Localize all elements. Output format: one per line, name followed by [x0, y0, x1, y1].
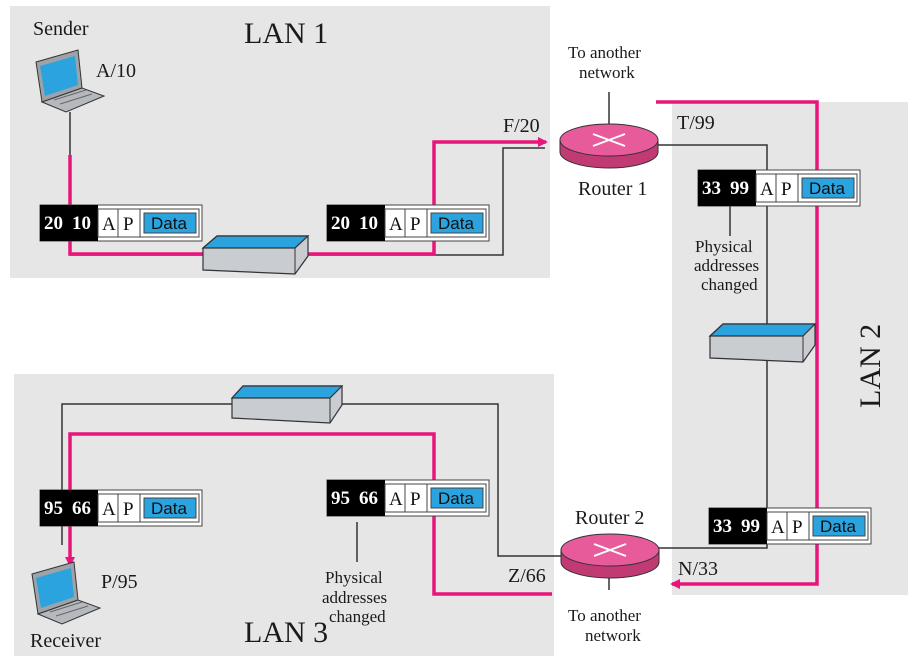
router2-external-line1: To another [568, 606, 641, 625]
frame-dst: 33 [713, 516, 732, 537]
frame-field-a: A [771, 517, 785, 538]
frame-field-a: A [102, 499, 116, 520]
frame-src: 10 [359, 213, 378, 234]
switch-lan1 [201, 235, 310, 275]
frame-src: 66 [359, 488, 378, 509]
frame-dst: 20 [331, 213, 350, 234]
lan3-note-line3: changed [329, 607, 386, 626]
sender-address: A/10 [96, 60, 136, 82]
router1-external-line2: network [579, 63, 635, 82]
receiver-laptop-icon [31, 561, 102, 625]
frame-payload: Data [438, 214, 474, 233]
frame-field-p: P [123, 214, 134, 235]
switch-lan2 [708, 323, 817, 363]
frame-field-a: A [102, 214, 116, 235]
lan3-note-line1: Physical [325, 568, 383, 587]
lan2-note-line3: changed [701, 275, 758, 294]
router1-label: Router 1 [578, 178, 647, 200]
frame-lan1-sender: 20 10 A P Data [39, 204, 203, 242]
router2-external-line2: network [585, 626, 641, 645]
frame-field-p: P [410, 489, 421, 510]
frame-payload: Data [151, 214, 187, 233]
frames-layer: 20 10 A P Data 20 10 A P Data 33 [39, 169, 872, 545]
router1-port-lan1: F/20 [503, 115, 540, 137]
frame-lan3-receiver: 95 66 A P Data [39, 489, 203, 527]
frame-src: 99 [730, 178, 749, 199]
frame-src: 66 [72, 498, 91, 519]
frame-lan2-bottom: 33 99 A P Data [708, 507, 872, 545]
router2-label: Router 2 [575, 507, 644, 529]
router1-port-lan2: T/99 [677, 112, 715, 134]
sender-label: Sender [33, 18, 89, 40]
frame-dst: 95 [44, 498, 63, 519]
frame-payload: Data [151, 499, 187, 518]
lan2-note-line1: Physical [695, 237, 753, 256]
router2-port-lan2: N/33 [678, 558, 718, 580]
router2-port-lan3: Z/66 [508, 565, 546, 587]
frame-dst: 20 [44, 213, 63, 234]
frame-lan1-router: 20 10 A P Data [326, 204, 490, 242]
lan2-note-line2: addresses [694, 256, 759, 275]
frame-src: 10 [72, 213, 91, 234]
frame-src: 99 [741, 516, 760, 537]
router-2-icon [560, 533, 660, 579]
frame-dst: 33 [702, 178, 721, 199]
frame-payload: Data [809, 179, 845, 198]
lan3-label: LAN 3 [244, 616, 328, 649]
receiver-address: P/95 [101, 571, 138, 593]
frame-lan2-top: 33 99 A P Data [697, 169, 861, 207]
frame-field-a: A [389, 489, 403, 510]
sender-laptop-icon [35, 49, 106, 113]
frame-dst: 95 [331, 488, 350, 509]
frame-field-a: A [389, 214, 403, 235]
switch-lan3 [230, 385, 344, 424]
lan2-label: LAN 2 [854, 324, 887, 408]
frame-field-p: P [792, 517, 803, 538]
lan1-label: LAN 1 [244, 17, 328, 50]
frame-lan3-router: 95 66 A P Data [326, 479, 490, 517]
lan3-note-line2: addresses [322, 588, 387, 607]
router1-external-line1: To another [568, 43, 641, 62]
frame-field-p: P [123, 499, 134, 520]
frame-field-a: A [760, 179, 774, 200]
receiver-label: Receiver [30, 630, 101, 652]
frame-payload: Data [438, 489, 474, 508]
frame-field-p: P [781, 179, 792, 200]
router-1-icon [559, 123, 659, 169]
frame-payload: Data [820, 517, 856, 536]
frame-field-p: P [410, 214, 421, 235]
